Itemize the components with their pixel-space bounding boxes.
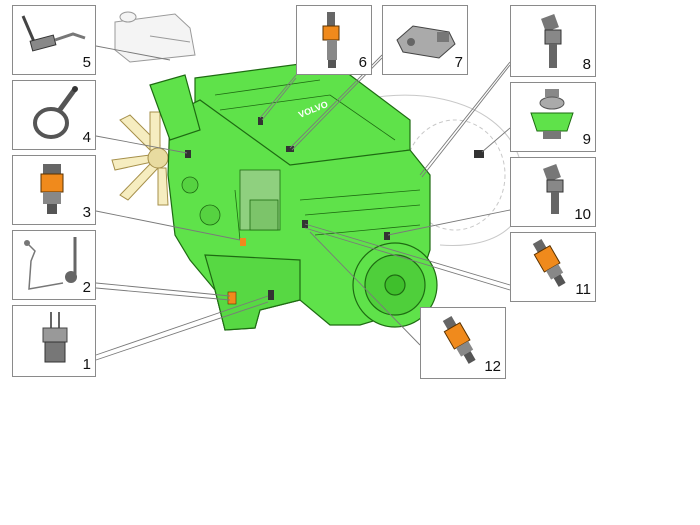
callout-3: 3 [12,155,96,225]
crankcase-pressure-sensor-icon [442,316,476,364]
callout-number: 3 [82,204,91,221]
boost-pressure-sensor-icon [396,25,456,59]
callout-11: 11 [510,232,596,302]
callout-number: 5 [82,54,91,71]
callout-6: 6 [296,5,372,75]
oil-pressure-sensor-icon [40,164,64,214]
callout-5: 5 [12,5,96,75]
fan-speed-sensor-icon [33,86,78,139]
oil-level-sensor-icon [24,237,77,290]
callout-12: 12 [420,307,506,379]
callout-9: 9 [510,82,596,152]
callout-8: 8 [510,5,596,77]
callout-2: 2 [12,230,96,300]
callout-number: 1 [82,356,91,373]
callout-number: 8 [582,56,591,73]
callout-10: 10 [510,157,596,227]
callout-number: 12 [484,358,501,375]
cooling-fan [111,111,169,206]
expansion-tank [114,11,196,63]
callout-number: 7 [454,54,463,71]
coolant-level-sensor-icon [21,15,86,52]
callout-number: 11 [575,281,591,298]
crankshaft-speed-sensor-icon [543,164,564,214]
callout-number: 9 [582,131,591,148]
callout-7: 7 [382,5,468,75]
callout-1: 1 [12,305,96,377]
pressure-temp-sensor-icon [42,312,68,363]
engine-details [181,79,421,241]
coolant-temp-sensor-icon [322,12,340,68]
callout-4: 4 [12,80,96,150]
callout-number: 2 [82,279,91,296]
camshaft-speed-sensor-icon [541,14,562,68]
piston-cooling-sensor-icon [530,89,574,139]
engine-block [149,59,438,331]
callout-number: 4 [82,129,91,146]
callout-number: 6 [358,54,367,71]
callout-number: 10 [574,206,591,223]
fuel-pressure-sensor-icon [532,239,566,287]
